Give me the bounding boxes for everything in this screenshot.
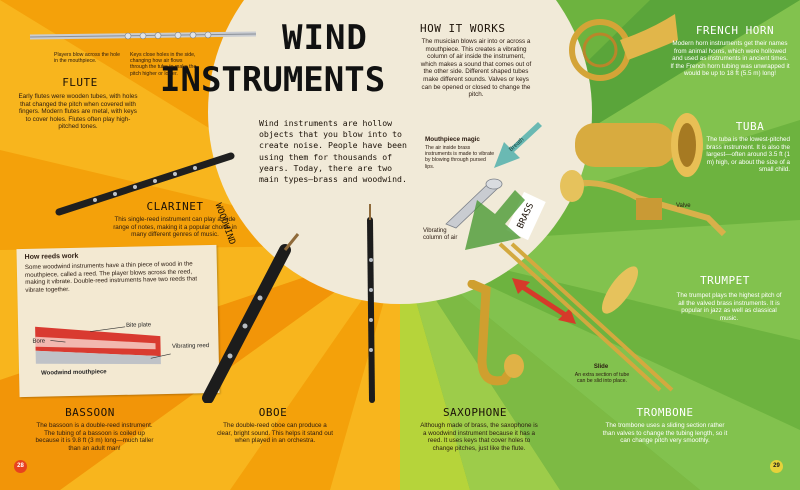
clarinet-heading: CLARINET [146, 200, 204, 213]
slide-note: An extra section of tube can be slid int… [574, 372, 630, 385]
mouthpiece-magic-text: The air inside brass instruments is made… [425, 145, 495, 170]
oboe-image [367, 204, 375, 403]
how-it-works-heading: HOW IT WORKS [420, 22, 506, 35]
trombone-text: The trombone uses a sliding section rath… [602, 422, 728, 445]
reeds-text: Some woodwind instruments have a thin pi… [24, 260, 198, 294]
mouthpiece-image [445, 178, 503, 229]
mouthpiece-diagram [35, 326, 171, 365]
saxophone-heading: SAXOPHONE [442, 406, 508, 419]
breath-arrow [494, 122, 542, 168]
saxophone-image [467, 280, 524, 386]
clarinet-image [55, 152, 235, 216]
trumpet-heading: TRUMPET [700, 274, 750, 287]
tuba-image [575, 113, 703, 177]
intro-text: Wind instruments are hollow objects that… [259, 118, 407, 185]
vibrating-column-label: Vibrating column of air [423, 228, 458, 241]
reeds-heading: How reeds work [24, 252, 79, 261]
trumpet-image [560, 170, 727, 237]
valve-label: Valve [676, 203, 691, 209]
tuba-text: The tuba is the lowest-pitched brass ins… [706, 136, 790, 174]
bore-label: Bore [32, 338, 46, 345]
how-it-works-text: The musician blows air into or across a … [420, 38, 532, 99]
bassoon-image [202, 233, 300, 403]
trumpet-text: The trumpet plays the highest pitch of a… [676, 292, 782, 322]
mouthpiece-magic-heading: Mouthpiece magic [425, 136, 480, 143]
clarinet-text: This single-reed instrument can play a w… [113, 216, 237, 239]
french-horn-text: Modern horn instruments get their names … [670, 40, 790, 78]
page-title-line1: WIND [282, 18, 368, 58]
tuba-heading: TUBA [735, 120, 765, 133]
brass-arrow [465, 190, 525, 250]
oboe-text: The double-reed oboe can produce a clear… [216, 422, 334, 445]
page-number-left: 28 [14, 460, 27, 473]
trombone-heading: TROMBONE [636, 406, 694, 419]
french-horn-heading: FRENCH HORN [695, 24, 775, 37]
bite-plate-label: Bite plate [126, 322, 152, 329]
reeds-panel: How reeds work Some woodwind instruments… [16, 244, 220, 398]
saxophone-text: Although made of brass, the saxophone is… [420, 422, 538, 452]
oboe-heading: OBOE [258, 406, 288, 419]
bassoon-heading: BASSOON [65, 406, 115, 419]
trombone-image [498, 242, 674, 392]
flute-callout-left: Players blow across the hole in the mout… [54, 52, 121, 65]
flute-callout-right: Keys close holes in the side, changing h… [130, 52, 197, 77]
flute-image [29, 31, 257, 40]
french-horn-image [569, 14, 678, 81]
page-number-right: 29 [770, 460, 783, 473]
page-title-line2: INSTRUMENTS [160, 60, 386, 100]
flute-text: Early flutes were wooden tubes, with hol… [18, 93, 138, 131]
slide-label: Slide [593, 364, 609, 370]
slide-arrow [512, 278, 576, 324]
bassoon-text: The bassoon is a double-reed instrument.… [35, 422, 154, 452]
flute-heading: FLUTE [62, 76, 98, 89]
